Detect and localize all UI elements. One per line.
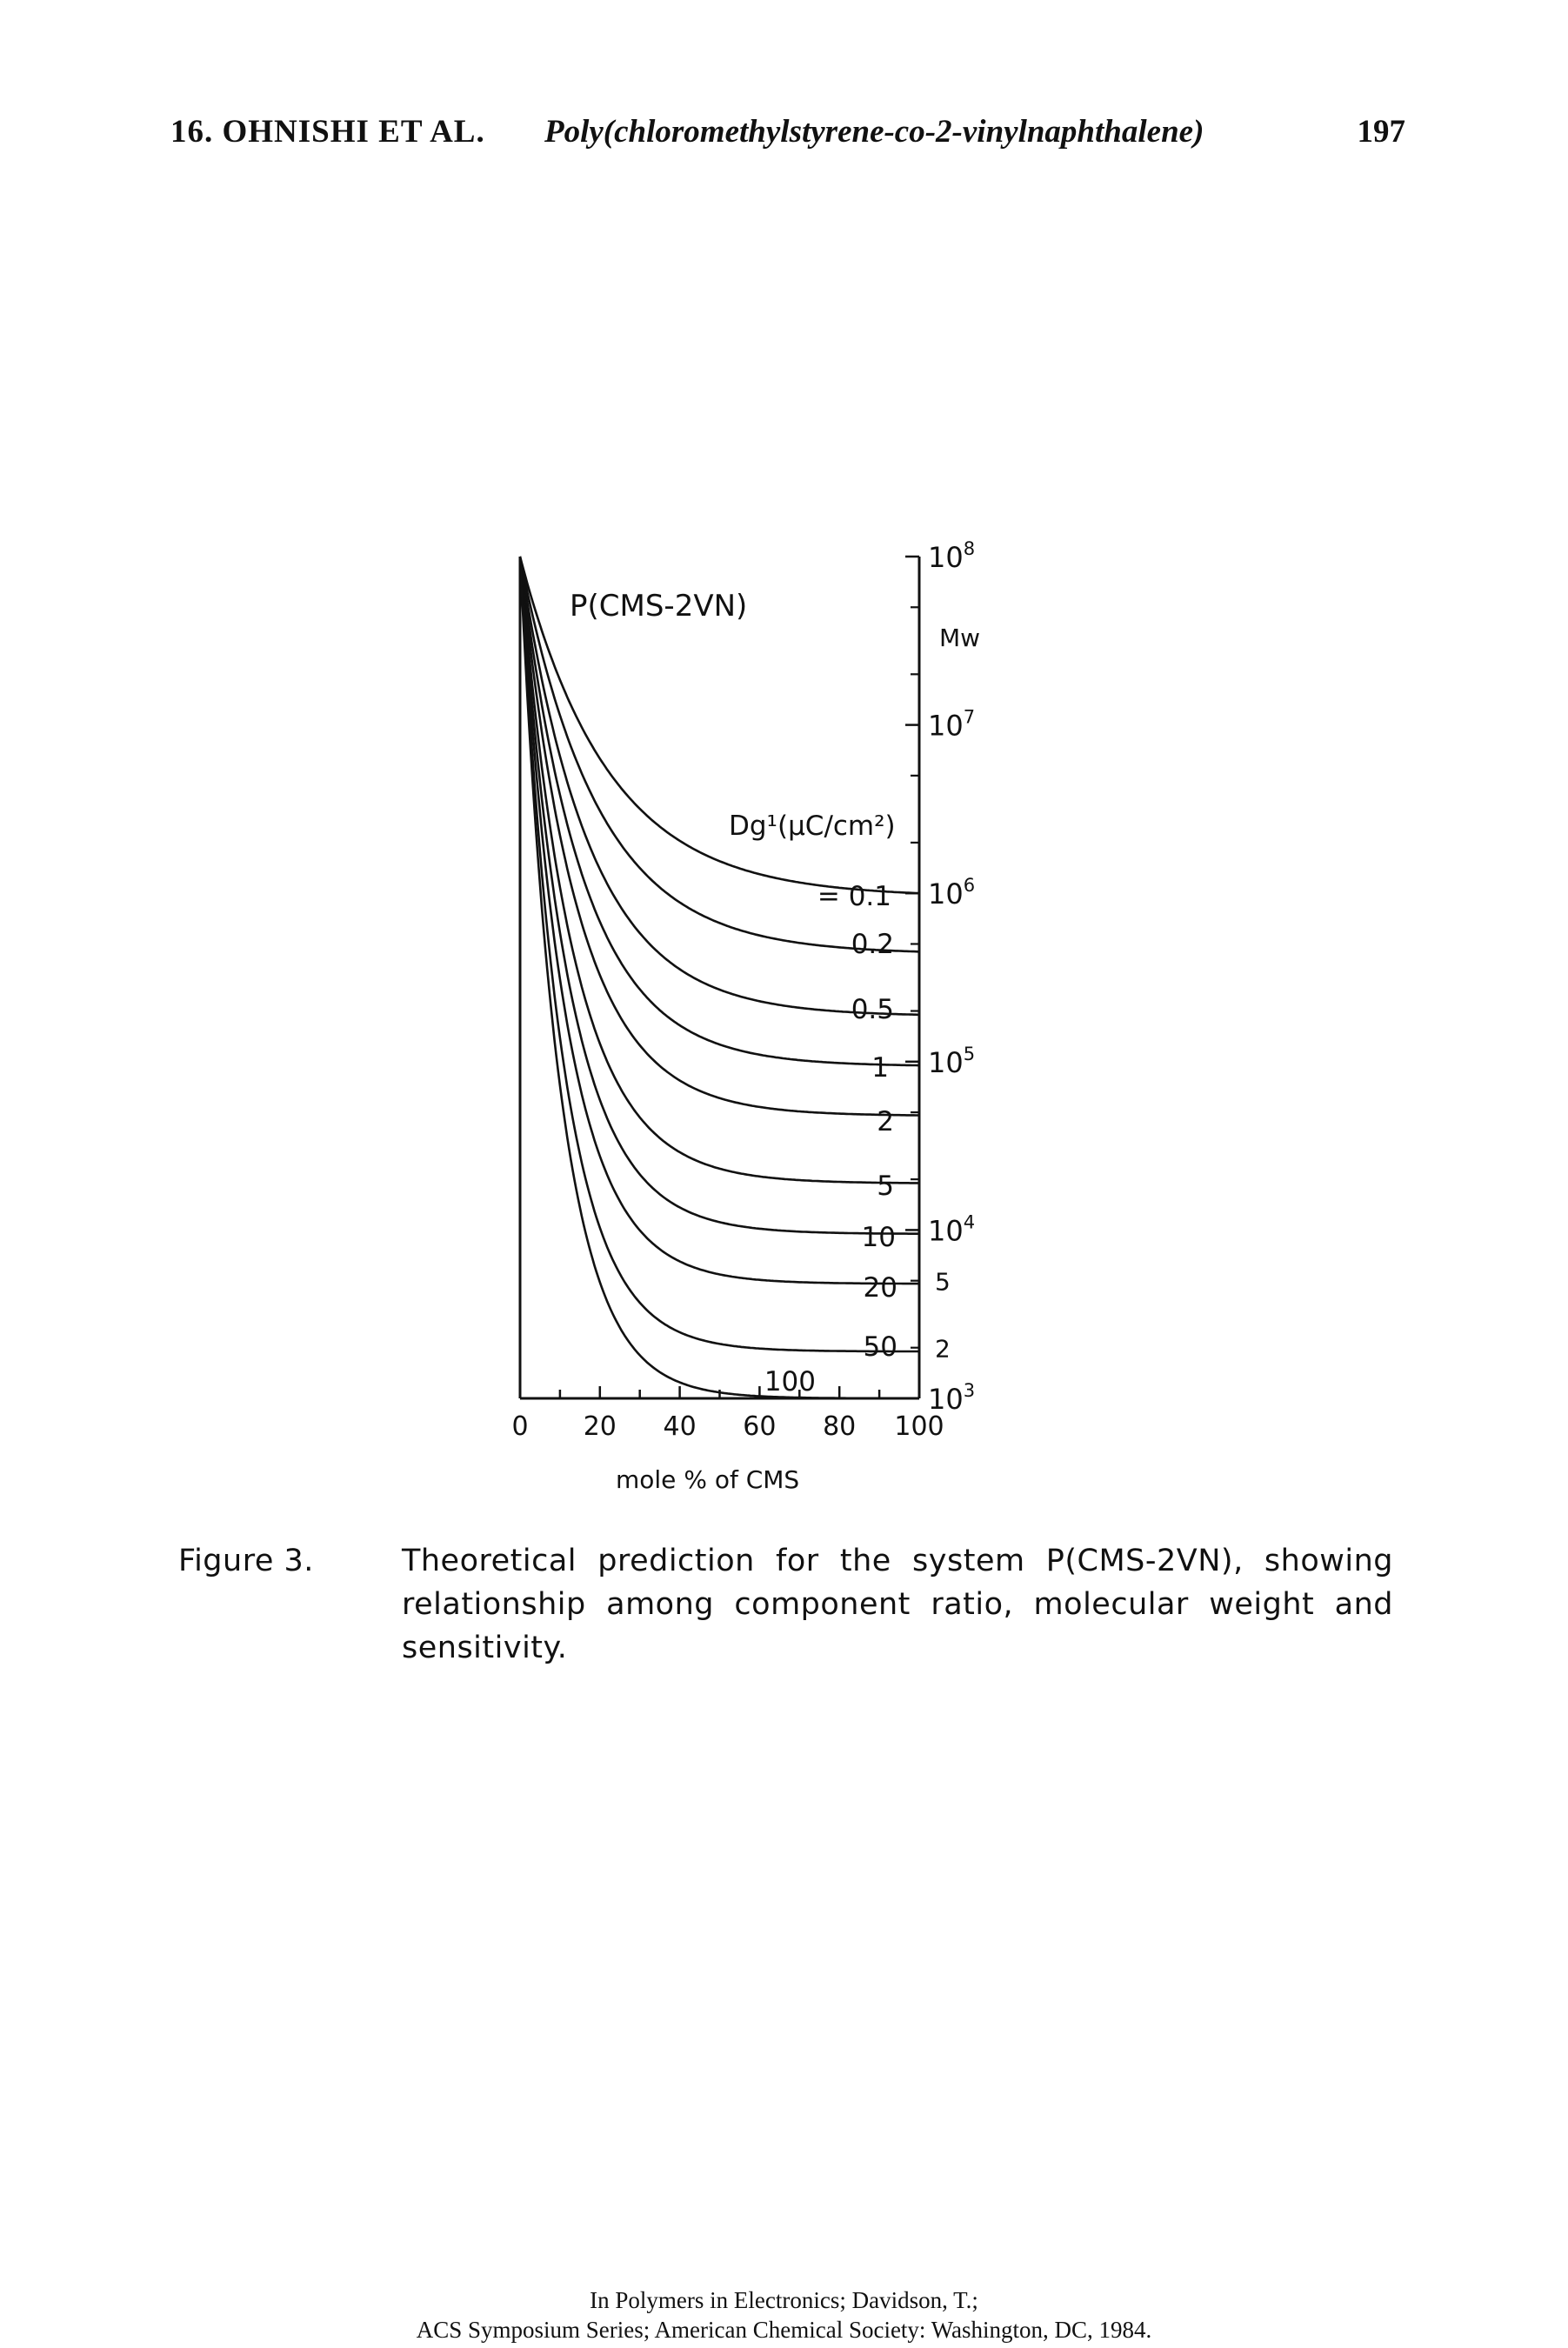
curve-label: 10 xyxy=(862,1222,896,1253)
page-number: 197 xyxy=(1357,114,1406,150)
curve-parameter-label: Dg¹(μC/cm²) xyxy=(729,810,896,842)
y-tick-label: 108 xyxy=(928,538,975,574)
curve-label: = 0.1 xyxy=(817,881,891,912)
y-tick-exponent: 7 xyxy=(964,707,975,728)
x-axis-label: mole % of CMS xyxy=(616,1465,799,1494)
curve-series-0.5 xyxy=(518,556,919,1017)
curve-label: 50 xyxy=(864,1331,897,1363)
y-minor-tick-label: 2 xyxy=(935,1335,951,1364)
y-tick-exponent: 8 xyxy=(964,538,975,559)
curve-series-20 xyxy=(518,556,919,1285)
running-header: 16. OHNISHI ET AL. Poly(chloromethylstyr… xyxy=(170,113,1405,165)
curve-series-0.1 xyxy=(518,556,920,895)
x-tick-label: 100 xyxy=(894,1411,944,1442)
curve-label: 2 xyxy=(877,1106,894,1137)
curve-series-5 xyxy=(518,556,919,1184)
y-tick-label: 106 xyxy=(928,875,975,911)
chart-curves xyxy=(518,556,920,1400)
x-tick-label: 40 xyxy=(664,1411,697,1442)
x-tick-label: 0 xyxy=(511,1411,528,1442)
figure-caption-label: Figure 3. xyxy=(178,1544,314,1578)
x-tick-label: 60 xyxy=(743,1411,776,1442)
y-axis-label: Mw xyxy=(939,624,980,652)
citation-line-2: ACS Symposium Series; American Chemical … xyxy=(416,2317,1152,2343)
curve-series-100 xyxy=(518,556,919,1400)
y-tick-exponent: 5 xyxy=(964,1044,975,1064)
figure-caption-text: Theoretical prediction for the system P(… xyxy=(402,1544,1393,1665)
citation-footer: In Polymers in Electronics; Davidson, T.… xyxy=(0,2285,1568,2345)
x-tick-label: 80 xyxy=(823,1411,856,1442)
curve-label: 1 xyxy=(871,1052,889,1084)
y-tick-exponent: 4 xyxy=(964,1211,975,1232)
chart-inset-label: P(CMS-2VN) xyxy=(570,589,747,624)
curve-label: 0.2 xyxy=(851,929,894,960)
curve-series-10 xyxy=(518,556,919,1235)
curve-series-1 xyxy=(518,556,919,1067)
running-header-chapter: 16. OHNISHI ET AL. xyxy=(170,114,485,150)
y-tick-label: 107 xyxy=(928,707,975,743)
curve-label: 0.5 xyxy=(851,994,894,1025)
curve-series-50 xyxy=(518,556,919,1353)
curve-label: 100 xyxy=(764,1366,816,1397)
curve-series-0.2 xyxy=(518,556,919,953)
y-tick-label: 104 xyxy=(928,1211,975,1247)
y-tick-label: 103 xyxy=(928,1380,975,1416)
chart-axes xyxy=(518,555,921,1400)
x-tick-label: 20 xyxy=(584,1411,617,1442)
citation-line-1: In Polymers in Electronics; Davidson, T.… xyxy=(590,2287,978,2313)
y-tick-label: 105 xyxy=(928,1044,975,1079)
y-minor-tick-label: 5 xyxy=(935,1268,951,1297)
curve-label: 20 xyxy=(864,1272,897,1304)
curve-label: 5 xyxy=(877,1171,894,1202)
y-tick-exponent: 3 xyxy=(964,1380,975,1401)
running-header-title: Poly(chloromethylstyrene-co-2-vinylnapht… xyxy=(544,114,1204,150)
curve-series-2 xyxy=(518,556,919,1117)
y-tick-exponent: 6 xyxy=(964,875,975,896)
